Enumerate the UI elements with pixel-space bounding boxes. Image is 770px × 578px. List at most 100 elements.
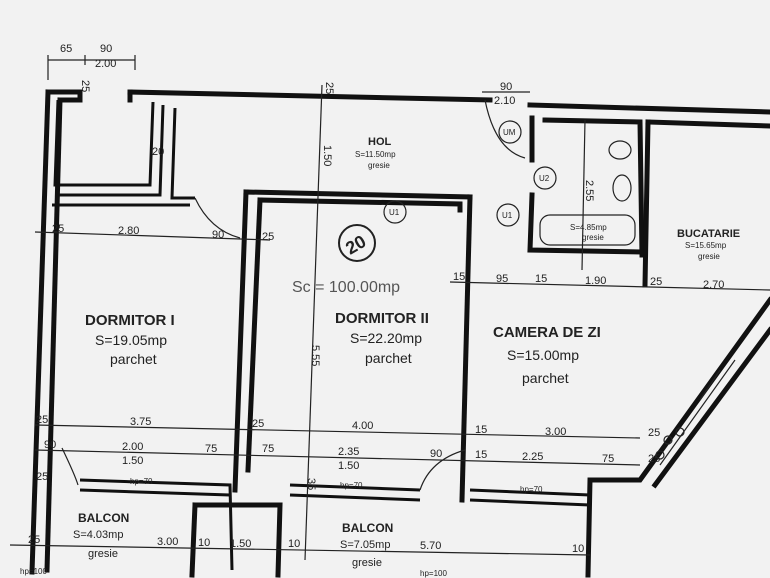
dim-label: 5.70 [420, 540, 441, 552]
dim-label: 20 [152, 146, 164, 158]
dim-label: 2.00 [122, 441, 143, 453]
dim-label: 25 [648, 453, 660, 465]
dimension-lines [9, 55, 770, 561]
room-area: S=4.03mp [73, 529, 123, 541]
dim-label: 2.80 [118, 225, 139, 237]
dim-label: 2.25 [522, 451, 543, 463]
door-tags: UM U2 U1 U1 [383, 120, 557, 227]
dim-label: 25 [36, 471, 48, 483]
room-bucatarie: BUCATARIE S=15.65mp gresie [677, 228, 740, 261]
dim-label: 10 [198, 537, 210, 549]
dim-label: 35 [305, 478, 317, 490]
door-swing [419, 449, 466, 491]
dim-label: 5.55 [309, 345, 321, 366]
room-area: S=4.85mp [570, 223, 607, 232]
dim-label: 2.00 [95, 58, 116, 70]
dim-label: 25 [650, 276, 662, 288]
toilet [608, 140, 632, 160]
room-area: S=11.50mp [355, 150, 396, 159]
dim-label: 25 [262, 231, 274, 243]
stove-burner [675, 427, 685, 437]
dim-label: 90 [212, 229, 224, 241]
dim-label: 10 [288, 538, 300, 550]
dim-label: 3.75 [130, 416, 151, 428]
dim-label: 3.00 [157, 536, 178, 548]
dim-label: 25 [28, 534, 40, 546]
door-tag: U1 [389, 208, 400, 217]
dim-label: 2.55 [583, 180, 595, 201]
room-name: DORMITOR I [85, 312, 175, 329]
room-finish: gresie [88, 548, 118, 560]
dim-label: 2.70 [703, 279, 724, 291]
room-dormitor-1: DORMITOR I S=19.05mp parchet [85, 312, 175, 367]
dim-label: 1.50 [230, 538, 251, 550]
dim-label: 1.50 [122, 455, 143, 467]
dim-label: 4.00 [352, 420, 373, 432]
room-finish: gresie [582, 233, 604, 242]
room-name: BALCON [342, 521, 393, 535]
dim-label: 25 [648, 427, 660, 439]
room-name: BUCATARIE [677, 228, 740, 240]
room-area: S=22.20mp [350, 330, 422, 346]
dim-label: 90 [500, 81, 512, 93]
room-area: S=15.65mp [685, 241, 727, 250]
dim-label: 1.90 [585, 275, 606, 287]
room-finish: parchet [365, 350, 412, 366]
dim-label: 90 [430, 448, 442, 460]
room-finish: parchet [522, 370, 569, 386]
room-hol: HOL S=11.50mp gresie [355, 136, 396, 170]
dim-label: 10 [572, 543, 584, 555]
total-area: Sc = 100.00mp [292, 279, 400, 296]
sill-label: hp=70 [340, 481, 363, 490]
dim-label: 2.35 [338, 446, 359, 458]
dim-label: 3.00 [545, 426, 566, 438]
dim-label: 15 [475, 449, 487, 461]
bathtub [539, 214, 636, 246]
room-name: HOL [368, 136, 392, 148]
room-dormitor-2: DORMITOR II S=22.20mp parchet [335, 310, 429, 366]
room-name: DORMITOR II [335, 310, 429, 327]
room-finish: gresie [352, 557, 382, 569]
dim-label: 15 [475, 424, 487, 436]
dim-label: 1.50 [338, 460, 359, 472]
sill-label: hp=70 [130, 477, 153, 486]
room-camera-de-zi: CAMERA DE ZI S=15.00mp parchet [493, 324, 601, 386]
dim-label: 25 [252, 418, 264, 430]
room-baie: S=4.85mp gresie [570, 223, 607, 242]
dim-label: 1.50 [321, 145, 333, 166]
dimension-labels: 65 90 2.00 25 25 1.50 20 90 2.10 2.55 25… [28, 43, 724, 555]
dim-label: 2.10 [494, 95, 515, 107]
sink [612, 174, 632, 202]
dim-label: 25 [52, 223, 64, 235]
door-swing [194, 197, 241, 239]
dim-label: 90 [100, 43, 112, 55]
room-balcon-2: BALCON S=7.05mp gresie [340, 521, 393, 569]
kitchen-counter [659, 359, 736, 466]
dim-label: 75 [602, 453, 614, 465]
room-area: S=7.05mp [340, 539, 390, 551]
walls [29, 89, 770, 578]
room-finish: parchet [110, 351, 157, 367]
sill-label: hp=100 [420, 569, 447, 578]
room-finish: gresie [368, 161, 390, 170]
sill-label: hp=100 [20, 567, 47, 576]
dim-label: 90 [44, 439, 56, 451]
door-tag: U2 [539, 174, 550, 183]
dim-label: 95 [496, 273, 508, 285]
stove-burner [663, 435, 673, 445]
room-area: S=15.00mp [507, 347, 579, 363]
dim-label: 15 [453, 271, 465, 283]
room-finish: gresie [698, 252, 720, 261]
dim-label: 15 [535, 273, 547, 285]
door-tag: UM [503, 128, 516, 137]
dim-label: 65 [60, 43, 72, 55]
door-swing [61, 447, 79, 486]
dim-label: 25 [79, 80, 91, 92]
fixtures [61, 99, 736, 491]
door-swing [484, 99, 526, 159]
door-tag: U1 [502, 211, 513, 220]
dim-label: 25 [36, 414, 48, 426]
room-name: CAMERA DE ZI [493, 324, 601, 341]
room-area: S=19.05mp [95, 332, 167, 348]
